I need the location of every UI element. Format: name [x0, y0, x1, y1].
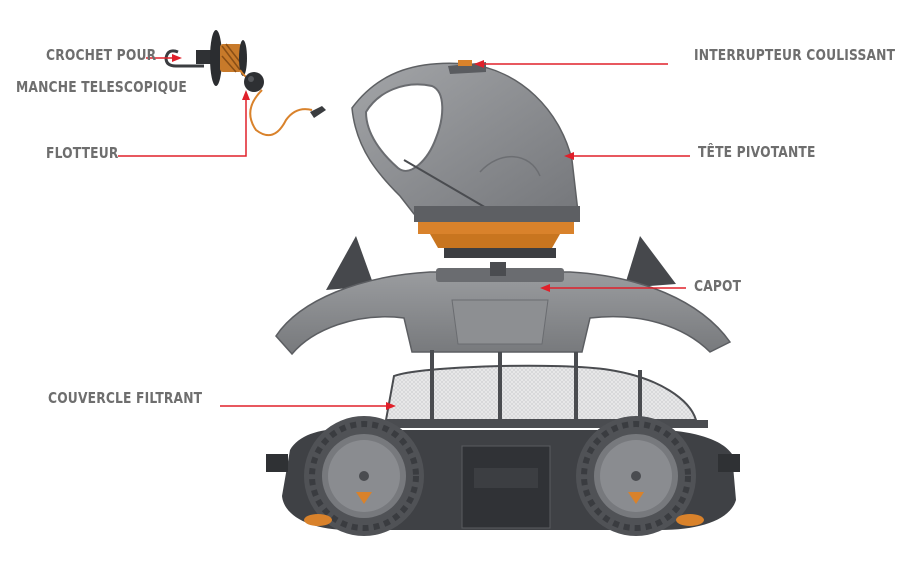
callout-arrows [118, 54, 690, 410]
label-couvercle: COUVERCLE FILTRANT [48, 389, 203, 407]
right-wheel [576, 416, 704, 536]
float [239, 69, 326, 137]
filter-lid [380, 350, 708, 428]
label-tete: TÊTE PIVOTANTE [698, 143, 816, 161]
arrow-couvercle [220, 402, 396, 410]
arrow-crochet [146, 54, 182, 62]
arrow-interrupteur [474, 60, 668, 68]
pivoting-head [351, 60, 580, 258]
label-capot: CAPOT [694, 277, 742, 295]
label-crochet-line1: CROCHET POUR [46, 46, 157, 64]
label-interrupteur: INTERRUPTEUR COULISSANT [694, 46, 896, 64]
hood [275, 236, 732, 356]
arrow-flotteur [118, 90, 250, 157]
label-crochet-line2: MANCHE TELESCOPIQUE [16, 78, 187, 96]
arrow-capot [540, 284, 686, 292]
hook-reel-accessory [164, 30, 247, 86]
left-wheel [304, 416, 424, 536]
arrow-tete [564, 152, 690, 160]
label-flotteur: FLOTTEUR [46, 144, 119, 162]
